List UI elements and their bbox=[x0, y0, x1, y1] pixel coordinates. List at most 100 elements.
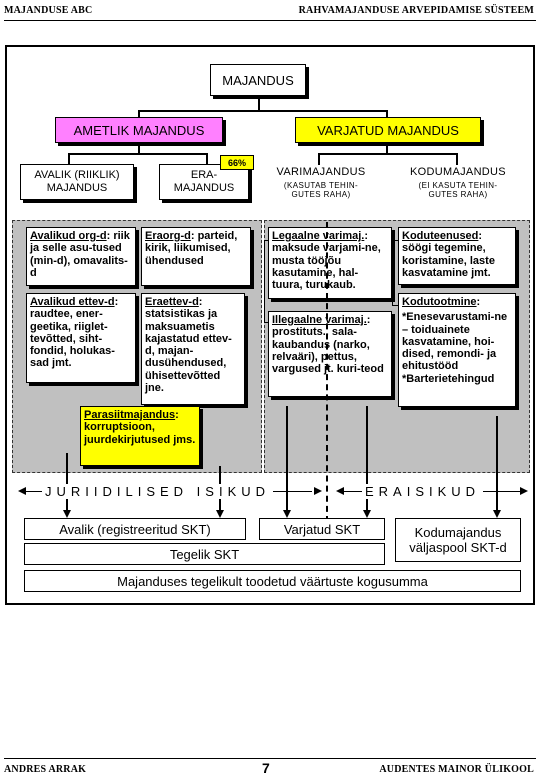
connector bbox=[138, 110, 388, 112]
arrow-left-icon bbox=[18, 487, 26, 495]
juridical-persons-label: JURIIDILISED ISIKUD bbox=[42, 484, 274, 499]
arrow-left-icon bbox=[336, 487, 344, 495]
koduteenused-box: Koduteenused: söögi tegemine, koristamin… bbox=[398, 227, 516, 285]
separator-dashed bbox=[326, 222, 328, 522]
era-ettev-body: : statsistikas ja maksuametis kajastatud… bbox=[145, 296, 232, 395]
era-org-body: : parteid, kirik, liikumised, ühendused bbox=[145, 230, 238, 267]
avalik-label-line1: AVALIK (RIIKLIK) bbox=[34, 169, 120, 181]
era-share-badge: 66% bbox=[220, 155, 254, 170]
kodu-label: KODUMAJANDUS bbox=[410, 166, 506, 178]
vari-label: VARIMAJANDUS bbox=[276, 166, 366, 178]
kogusumma-label: Majanduses tegelikult toodetud väärtuste… bbox=[117, 573, 428, 589]
era-ettev-title: Eraettev-d bbox=[145, 296, 199, 308]
footer-rule bbox=[4, 758, 536, 759]
connector bbox=[258, 97, 260, 111]
tegelik-skt-box: Tegelik SKT bbox=[24, 543, 385, 565]
arrow-down-icon bbox=[363, 510, 371, 518]
header-rule bbox=[4, 20, 536, 21]
kodu-block: KODUMAJANDUS (EI KASUTA TEHIN- GUTES RAH… bbox=[396, 166, 520, 206]
era-label-line1: ERA- bbox=[190, 169, 218, 181]
avalik-skt-box: Avalik (registreeritud SKT) bbox=[24, 518, 246, 540]
era-box: ERA- MAJANDUS bbox=[159, 164, 249, 200]
kodu-skt-box: Kodumajandus väljaspool SKT-d bbox=[395, 518, 521, 562]
header-right: RAHVAMAJANDUSE ARVEPIDAMISE SÜSTEEM bbox=[298, 5, 534, 16]
majandus-box: MAJANDUS bbox=[210, 64, 306, 96]
kodu-note-line1: (EI KASUTA TEHIN- bbox=[418, 181, 498, 190]
connector bbox=[138, 142, 140, 154]
avalik-ettev-body: : raudtee, ener-geetika, riiglet-tevõtte… bbox=[30, 296, 119, 370]
era-ettev-box: Eraettev-d: statsistikas ja maksuametis … bbox=[141, 293, 245, 405]
majandus-label: MAJANDUS bbox=[222, 72, 294, 88]
avalik-label-line2: MAJANDUS bbox=[46, 182, 108, 194]
flow-line bbox=[286, 406, 288, 512]
footer-left: ANDRES ARRAK bbox=[4, 764, 87, 775]
avalik-skt-label: Avalik (registreeritud SKT) bbox=[59, 521, 211, 537]
arrow-down-icon bbox=[63, 510, 71, 518]
connector bbox=[138, 110, 140, 118]
era-org-title: Eraorg-d bbox=[145, 230, 191, 242]
era-org-box: Eraorg-d: parteid, kirik, liikumised, üh… bbox=[141, 227, 251, 286]
flow-line bbox=[66, 453, 68, 512]
kodutootmine-box: Kodutootmine: *Enesevarustami-ne – toidu… bbox=[398, 293, 516, 407]
connector bbox=[68, 153, 208, 155]
ametlik-box: AMETLIK MAJANDUS bbox=[55, 117, 223, 143]
kodutootmine-item-1: *Enesevarustami-ne – toiduainete kasvata… bbox=[402, 311, 508, 373]
avalik-ettev-title: Avalikud ettev-d bbox=[30, 296, 115, 308]
tegelik-skt-label: Tegelik SKT bbox=[169, 546, 240, 562]
varjatud-skt-label: Varjatud SKT bbox=[283, 521, 361, 537]
koduteenused-body: : söögi tegemine, koristamine, laste kas… bbox=[402, 230, 495, 279]
arrow-down-icon bbox=[216, 510, 224, 518]
flow-line bbox=[496, 416, 498, 512]
connector bbox=[386, 142, 388, 154]
koduteenused-title: Koduteenused bbox=[402, 230, 479, 242]
connector bbox=[318, 153, 320, 165]
private-persons-label: ERAISIKUD bbox=[362, 484, 484, 499]
arrow-right-icon bbox=[314, 487, 322, 495]
arrow-down-icon bbox=[493, 510, 501, 518]
vari-note-line2: GUTES RAHA) bbox=[291, 190, 351, 199]
flow-line bbox=[366, 406, 368, 512]
varjatud-box: VARJATUD MAJANDUS bbox=[295, 117, 481, 143]
kodutootmine-item-2: *Barterietehingud bbox=[402, 372, 495, 385]
ametlik-label: AMETLIK MAJANDUS bbox=[73, 122, 205, 138]
connector bbox=[206, 153, 208, 165]
vari-note-line1: (KASUTAB TEHIN- bbox=[283, 181, 359, 190]
avalik-org-box: Avalikud org-d: riik ja selle asu-tused … bbox=[26, 227, 136, 286]
kodutootmine-colon: : bbox=[476, 296, 481, 308]
avalik-org-body: : riik ja selle asu-tused (min-d), omava… bbox=[30, 230, 130, 279]
illegaalne-title: Illegaalne varimaj. bbox=[272, 314, 367, 326]
footer-right: AUDENTES MAINOR ÜLIKOOL bbox=[379, 764, 534, 775]
era-share-label: 66% bbox=[227, 157, 246, 168]
parasiit-box: Parasiitmajandus: korruptsioon, juurdeki… bbox=[80, 406, 200, 466]
connector bbox=[392, 240, 393, 305]
varjatud-label: VARJATUD MAJANDUS bbox=[317, 122, 459, 138]
connector bbox=[456, 153, 458, 165]
connector bbox=[386, 110, 388, 118]
diagram-frame bbox=[5, 45, 535, 605]
connector bbox=[392, 305, 400, 306]
kodutootmine-title: Kodutootmine bbox=[402, 296, 477, 308]
parasiit-body: : korruptsioon, juurdekirjutused jms. bbox=[84, 409, 196, 446]
avalik-ettev-box: Avalikud ettev-d: raudtee, ener-geetika,… bbox=[26, 293, 136, 383]
vari-block: VARIMAJANDUS (KASUTAB TEHIN- GUTES RAHA) bbox=[262, 166, 380, 206]
kogusumma-box: Majanduses tegelikult toodetud väärtuste… bbox=[24, 570, 521, 592]
header-left: MAJANDUSE ABC bbox=[4, 5, 93, 16]
legaalne-title: Legaalne varimaj. bbox=[272, 230, 365, 242]
connector bbox=[392, 240, 400, 241]
illegaalne-box: Illegaalne varimaj.: prostituts., sala-k… bbox=[268, 311, 392, 397]
era-label-line2: MAJANDUS bbox=[173, 182, 235, 194]
avalik-org-title: Avalikud org-d bbox=[30, 230, 107, 242]
page-number: 7 bbox=[262, 760, 270, 776]
legaalne-body: : maksude varjami-ne, musta tööjõu kasut… bbox=[272, 230, 381, 292]
varjatud-skt-box: Varjatud SKT bbox=[259, 518, 385, 540]
kodu-skt-line2: väljaspool SKT-d bbox=[409, 540, 507, 555]
arrow-right-icon bbox=[520, 487, 528, 495]
avalik-box: AVALIK (RIIKLIK) MAJANDUS bbox=[20, 164, 134, 200]
kodu-note-line2: GUTES RAHA) bbox=[428, 190, 488, 199]
connector bbox=[264, 240, 265, 322]
kodu-skt-line1: Kodumajandus bbox=[414, 525, 502, 540]
arrow-down-icon bbox=[283, 510, 291, 518]
legaalne-box: Legaalne varimaj.: maksude varjami-ne, m… bbox=[268, 227, 392, 299]
parasiit-title: Parasiitmajandus bbox=[84, 409, 176, 421]
connector bbox=[68, 153, 70, 165]
